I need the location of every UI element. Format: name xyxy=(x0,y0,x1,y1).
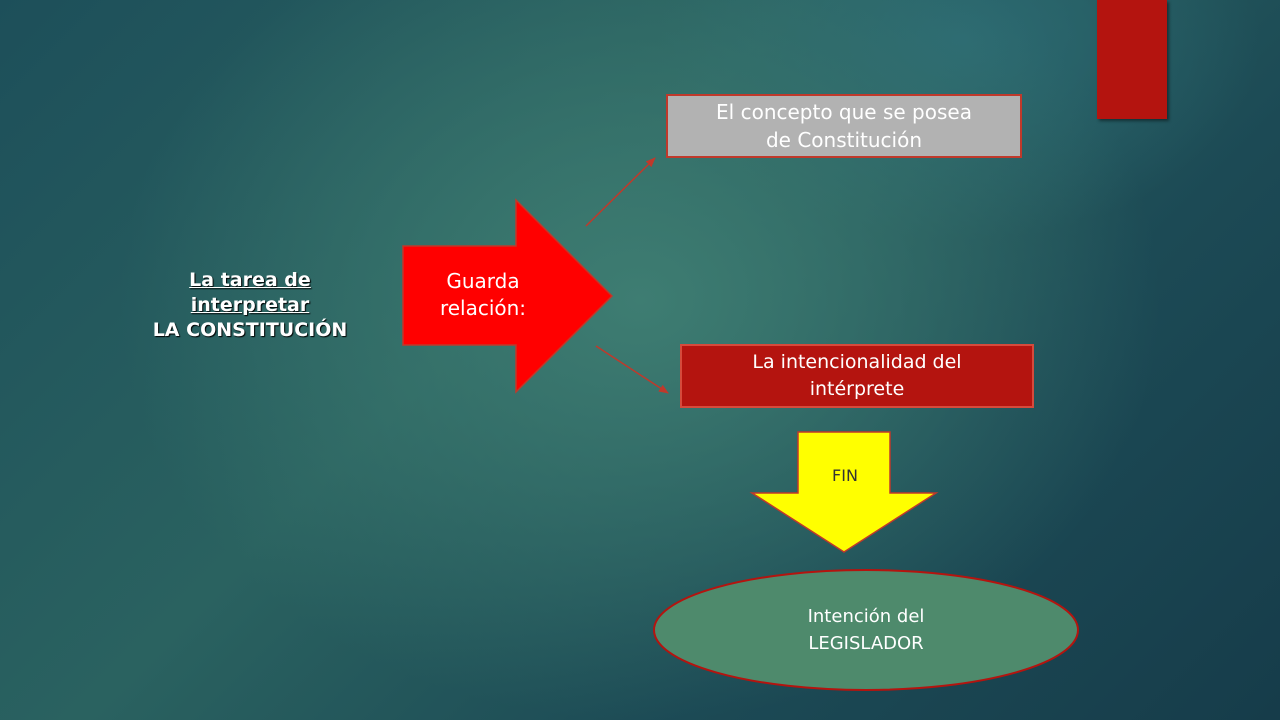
connector-to-concept xyxy=(585,157,656,227)
intent-box-line-2: intérprete xyxy=(809,378,905,400)
relation-arrow-line-1: Guarda xyxy=(446,269,520,293)
main-topic-line-3: LA CONSTITUCIÓN xyxy=(152,319,348,341)
concept-box-line-1: El concepto que se posea xyxy=(716,100,972,124)
main-topic-line-1: La tarea de xyxy=(189,269,311,291)
relation-arrow-label: Guarda relación: xyxy=(408,268,558,322)
connector-to-intent xyxy=(595,345,669,394)
fin-arrow-label: FIN xyxy=(832,466,858,485)
intent-box-line-1: La intencionalidad del xyxy=(752,351,962,373)
result-ellipse-shape xyxy=(653,569,1079,691)
fin-arrow-shape xyxy=(749,431,939,553)
main-topic-line-2: interpretar xyxy=(190,294,310,316)
result-ellipse-label: Intención del LEGISLADOR xyxy=(720,603,1012,657)
main-topic: La tarea de interpretar LA CONSTITUCIÓN xyxy=(120,268,380,343)
relation-arrow-line-2: relación: xyxy=(439,296,527,320)
corner-accent-bar xyxy=(1097,0,1167,119)
concept-box-line-2: de Constitución xyxy=(765,128,923,152)
result-ellipse-line-1: Intención del xyxy=(807,606,925,627)
result-ellipse-line-2: LEGISLADOR xyxy=(808,633,924,654)
concept-box: El concepto que se posea de Constitución xyxy=(666,94,1022,158)
relation-arrow-shape xyxy=(402,198,614,394)
intent-box: La intencionalidad del intérprete xyxy=(680,344,1034,408)
